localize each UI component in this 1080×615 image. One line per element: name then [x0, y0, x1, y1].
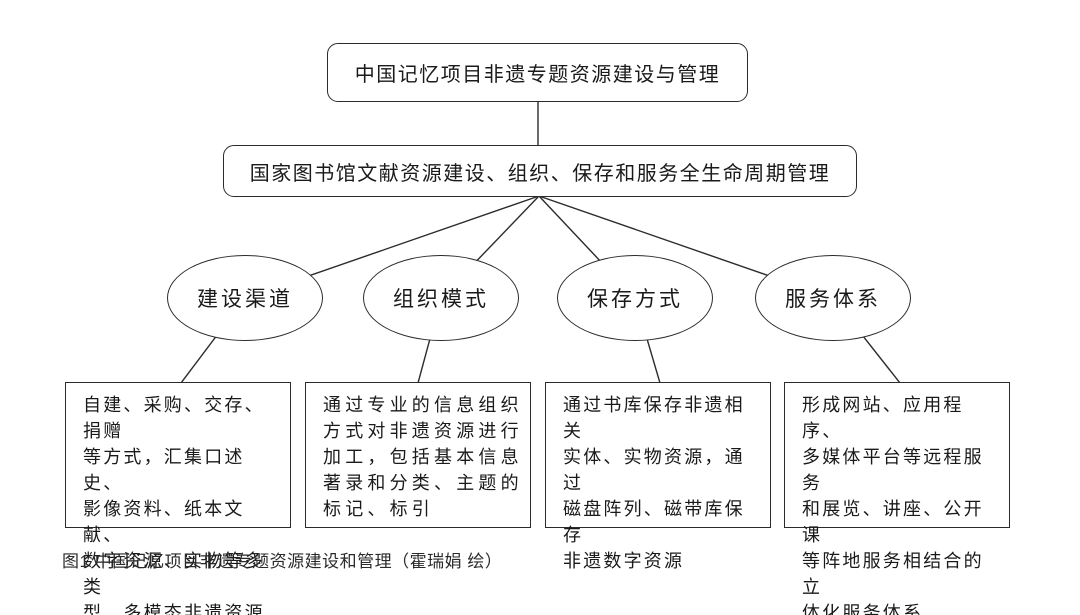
- figure-caption: 图1 中国记忆项目非遗专题资源建设和管理（霍瑞娟 绘）: [62, 552, 503, 571]
- branch-ellipse-preservation-method: 保存方式: [557, 255, 713, 341]
- lifecycle-node: 国家图书馆文献资源建设、组织、保存和服务全生命周期管理: [223, 145, 857, 197]
- root-node: 中国记忆项目非遗专题资源建设与管理: [327, 43, 748, 102]
- branch-ellipse-organization-mode: 组织模式: [363, 255, 519, 341]
- branch-ellipse-construction-channels: 建设渠道: [167, 255, 323, 341]
- detail-box-preservation-method: 通过书库保存非遗相关 实体、实物资源，通过 磁盘阵列、磁带库保存 非遗数字资源: [545, 382, 771, 571]
- branch-ellipse-service-system: 服务体系: [755, 255, 911, 341]
- detail-box-organization-mode: 通过专业的信息组织 方式对非遗资源进行 加工，包括基本信息 著录和分类、主题的 …: [305, 382, 531, 528]
- detail-box-construction-channels: 自建、采购、交存、捐赠 等方式，汇集口述史、 影像资料、纸本文献、 数字资源、实…: [65, 382, 291, 615]
- detail-box-service-system: 形成网站、应用程序、 多媒体平台等远程服务 和展览、讲座、公开课 等阵地服务相结…: [784, 382, 1010, 615]
